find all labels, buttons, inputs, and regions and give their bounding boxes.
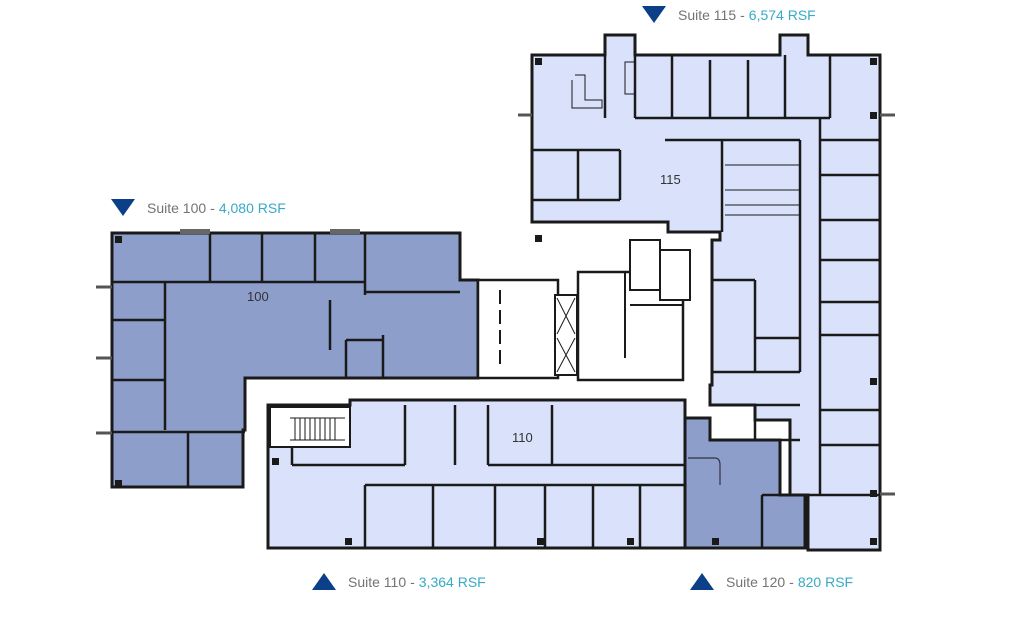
suite-100-label[interactable]: Suite 100 - 4,080 RSF [111,199,286,216]
room-number-100: 100 [247,289,269,304]
building-core [476,239,691,382]
suite-110-area[interactable] [266,398,687,550]
suite-name: Suite 115 [678,6,737,23]
suite-name: Suite 110 [348,573,407,590]
suite-name: Suite 120 [726,573,786,590]
separator: - [789,573,794,590]
separator: - [740,6,745,23]
room-number-110: 110 [512,430,533,445]
suite-115-label[interactable]: Suite 115 - 6,574 RSF [642,6,816,23]
suite-120-area[interactable] [683,416,807,550]
triangle-up-icon [312,573,336,590]
separator: - [210,199,215,216]
suite-115-area[interactable] [530,33,882,552]
suite-120-label[interactable]: Suite 120 - 820 RSF [690,573,853,590]
triangle-down-icon [111,199,135,216]
suite-area: 3,364 RSF [418,573,486,590]
room-number-115: 115 [660,172,681,187]
suite-name: Suite 100 [147,199,207,216]
triangle-up-icon [690,573,714,590]
separator: - [410,573,415,590]
suite-area: 6,574 RSF [748,6,816,23]
triangle-down-icon [642,6,666,23]
suite-area: 4,080 RSF [218,199,286,216]
suite-area: 820 RSF [797,573,854,590]
suite-100-area[interactable] [110,229,480,489]
suite-110-label[interactable]: Suite 110 - 3,364 RSF [312,573,486,590]
columns [115,58,877,545]
